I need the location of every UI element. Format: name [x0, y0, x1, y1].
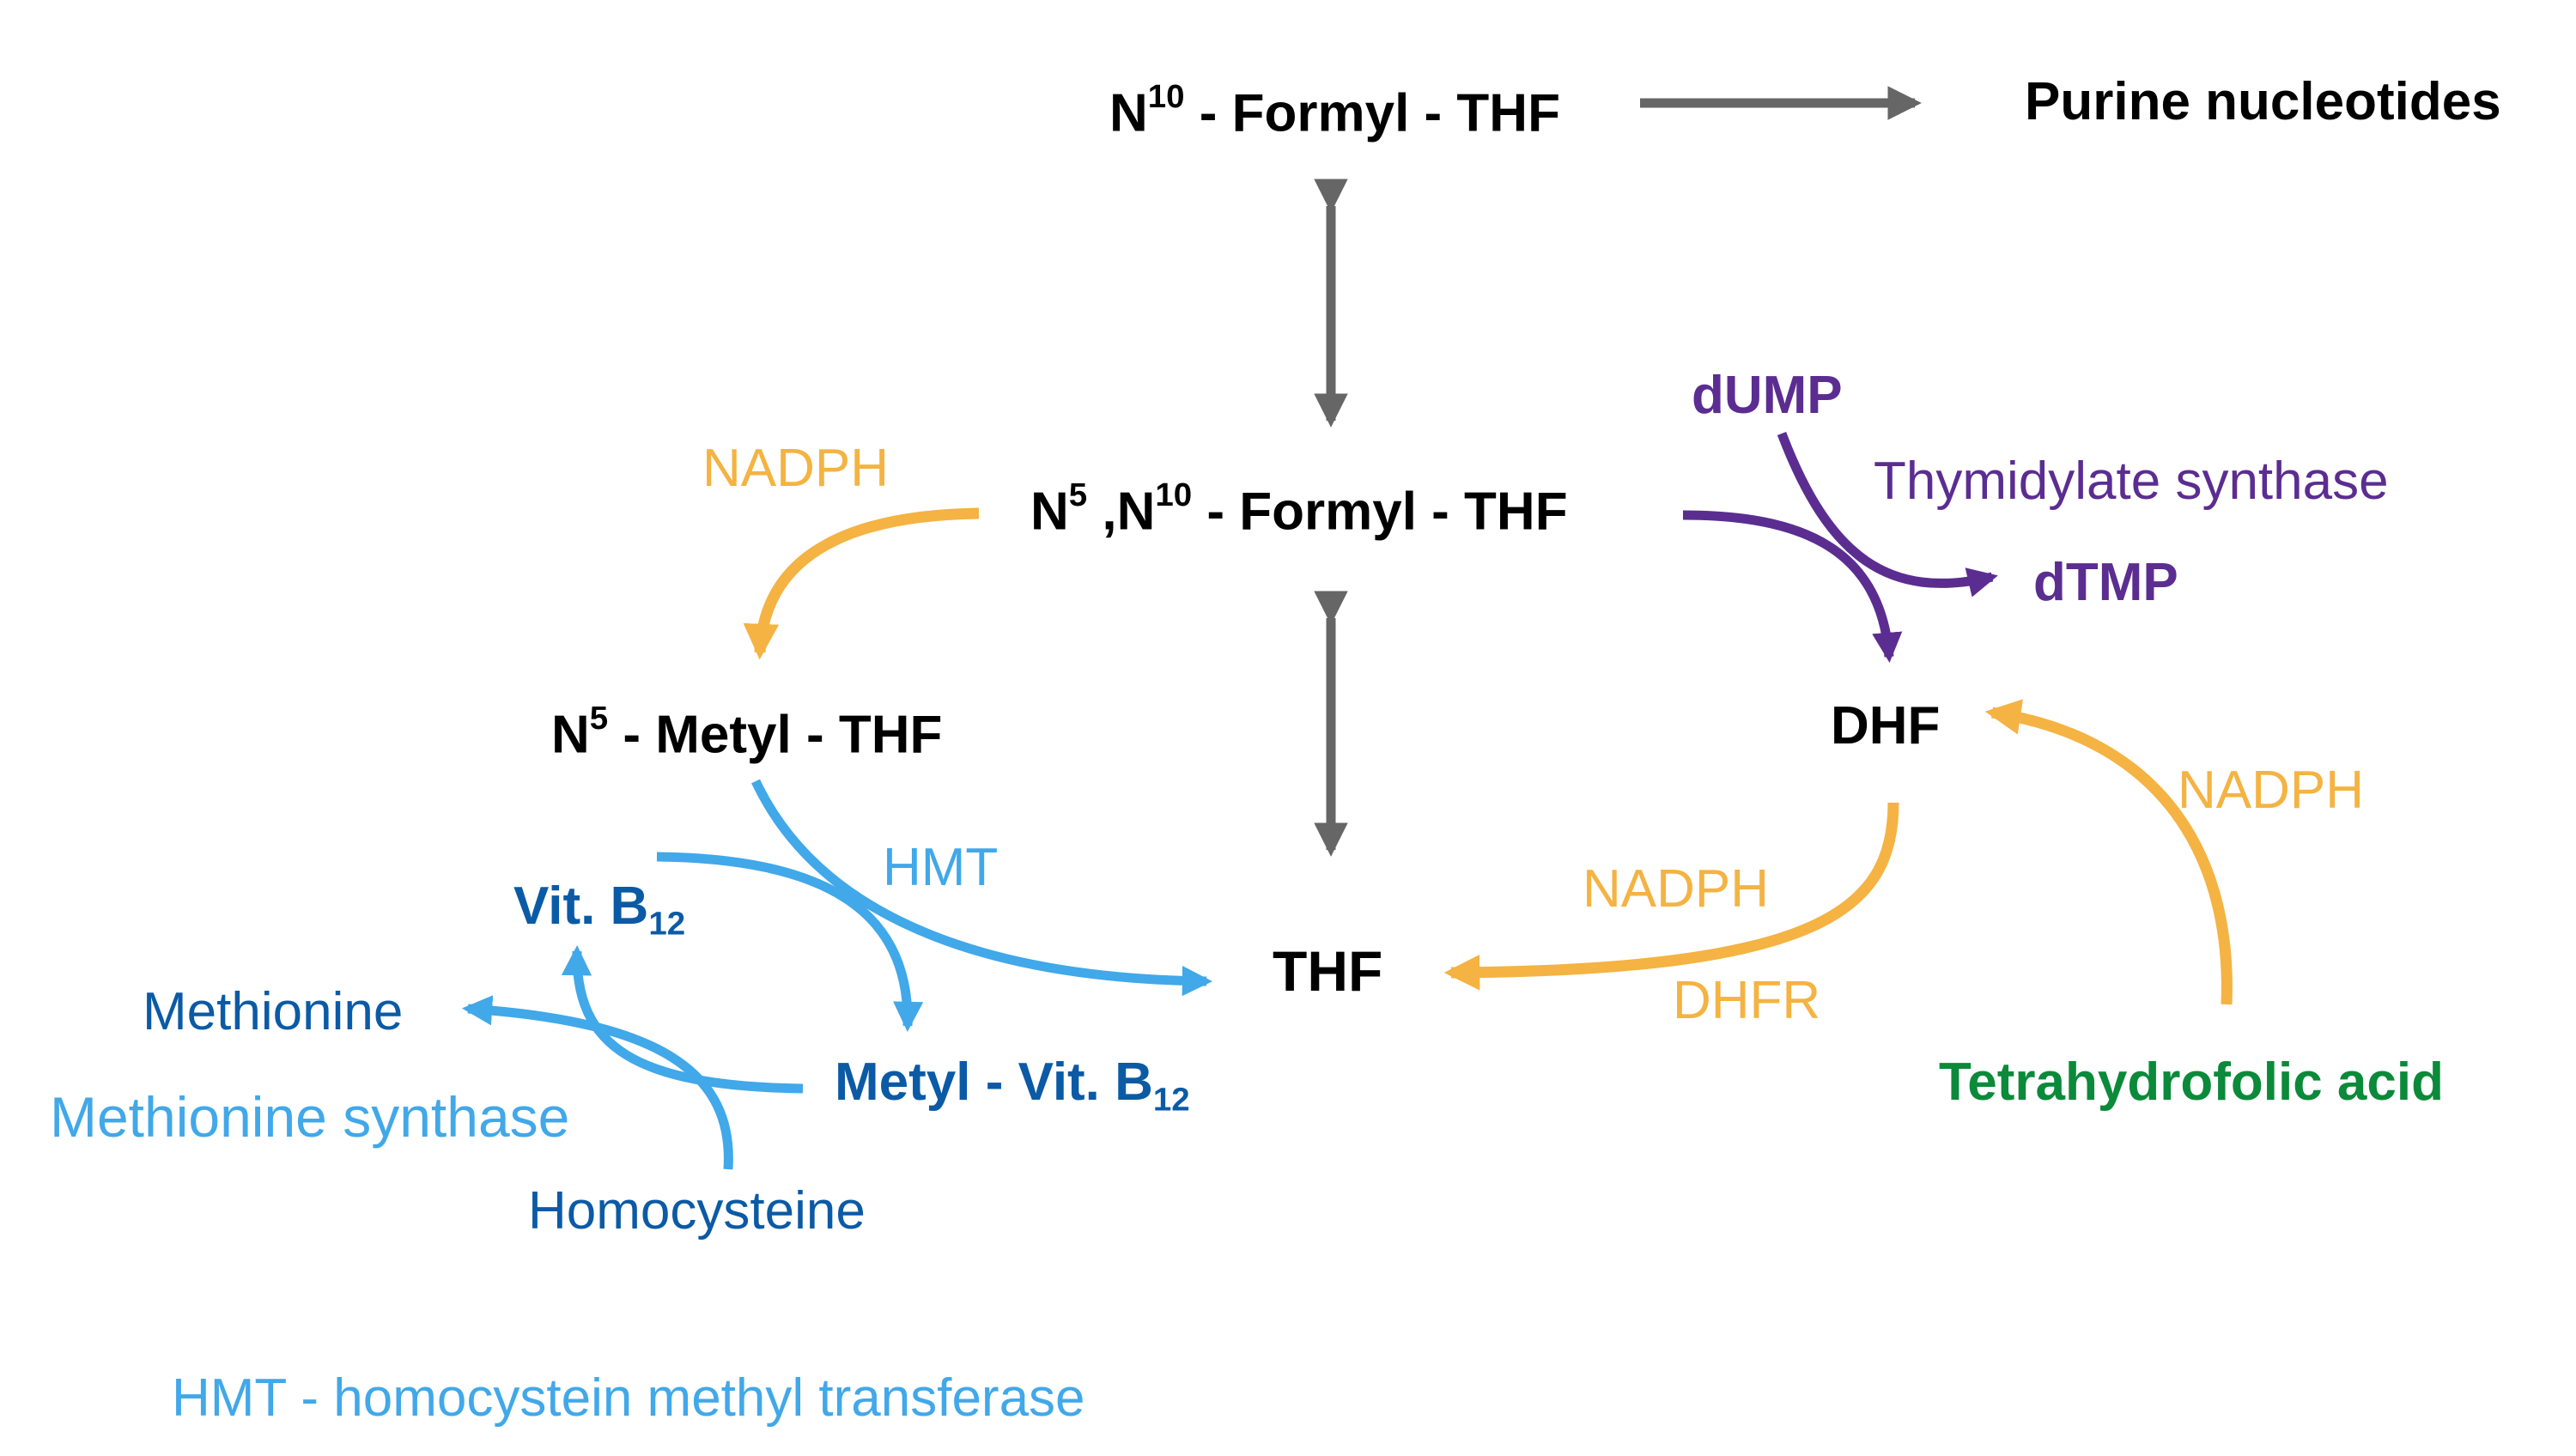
node-tetrahydrofolic-acid: Tetrahydrofolic acid	[1939, 1053, 2444, 1112]
node-homocysteine: Homocysteine	[528, 1181, 866, 1241]
arrow-vitb12-to-metylvitb12	[656, 852, 924, 1033]
label-nadph-left: NADPH	[702, 439, 890, 498]
label-hmt: HMT	[883, 838, 999, 897]
label-nadph-right: NADPH	[2178, 761, 2365, 820]
label-nadph-center: NADPH	[1583, 859, 1770, 919]
node-thf: THF	[1273, 939, 1383, 1003]
node-n5-metyl-thf: N5 - Metyl - THF	[551, 700, 943, 765]
node-purine-nucleotides: Purine nucleotides	[2025, 72, 2501, 131]
node-vit-b12: Vit. B12	[513, 877, 686, 943]
node-metyl-vit-b12: Metyl - Vit. B12	[835, 1053, 1190, 1119]
arrow-tetrahydrofolic-to-dhf	[1984, 699, 2233, 1005]
arrow-dhf-to-thf	[1443, 802, 1899, 991]
label-dhfr: DHFR	[1673, 971, 1821, 1030]
label-thymidylate-synthase: Thymidylate synthase	[1874, 452, 2389, 511]
arrow-homocysteine-to-methionine	[461, 995, 733, 1170]
node-n5n10-formyl-thf: N5 ,N10 - Formyl - THF	[1030, 476, 1568, 542]
node-dhf: DHF	[1831, 696, 1941, 755]
node-methionine: Methionine	[143, 982, 404, 1041]
arrow-dump-to-dtmp	[1777, 432, 1998, 598]
node-n10-formyl-thf: N10 - Formyl - THF	[1109, 78, 1560, 143]
arrow-n5n10-to-dhf	[1682, 510, 1903, 664]
label-methionine-synthase: Methionine synthase	[50, 1085, 570, 1149]
node-dtmp: dTMP	[2033, 553, 2178, 612]
arrow-metylvitb12-to-vitb12	[561, 944, 804, 1094]
node-dump: dUMP	[1692, 366, 1843, 425]
arrow-n5n10-to-n5metyl	[743, 507, 980, 660]
arrow-n5metyl-to-thf	[751, 779, 1213, 997]
legend-hmt: HMT - homocystein methyl transferase	[172, 1368, 1085, 1428]
